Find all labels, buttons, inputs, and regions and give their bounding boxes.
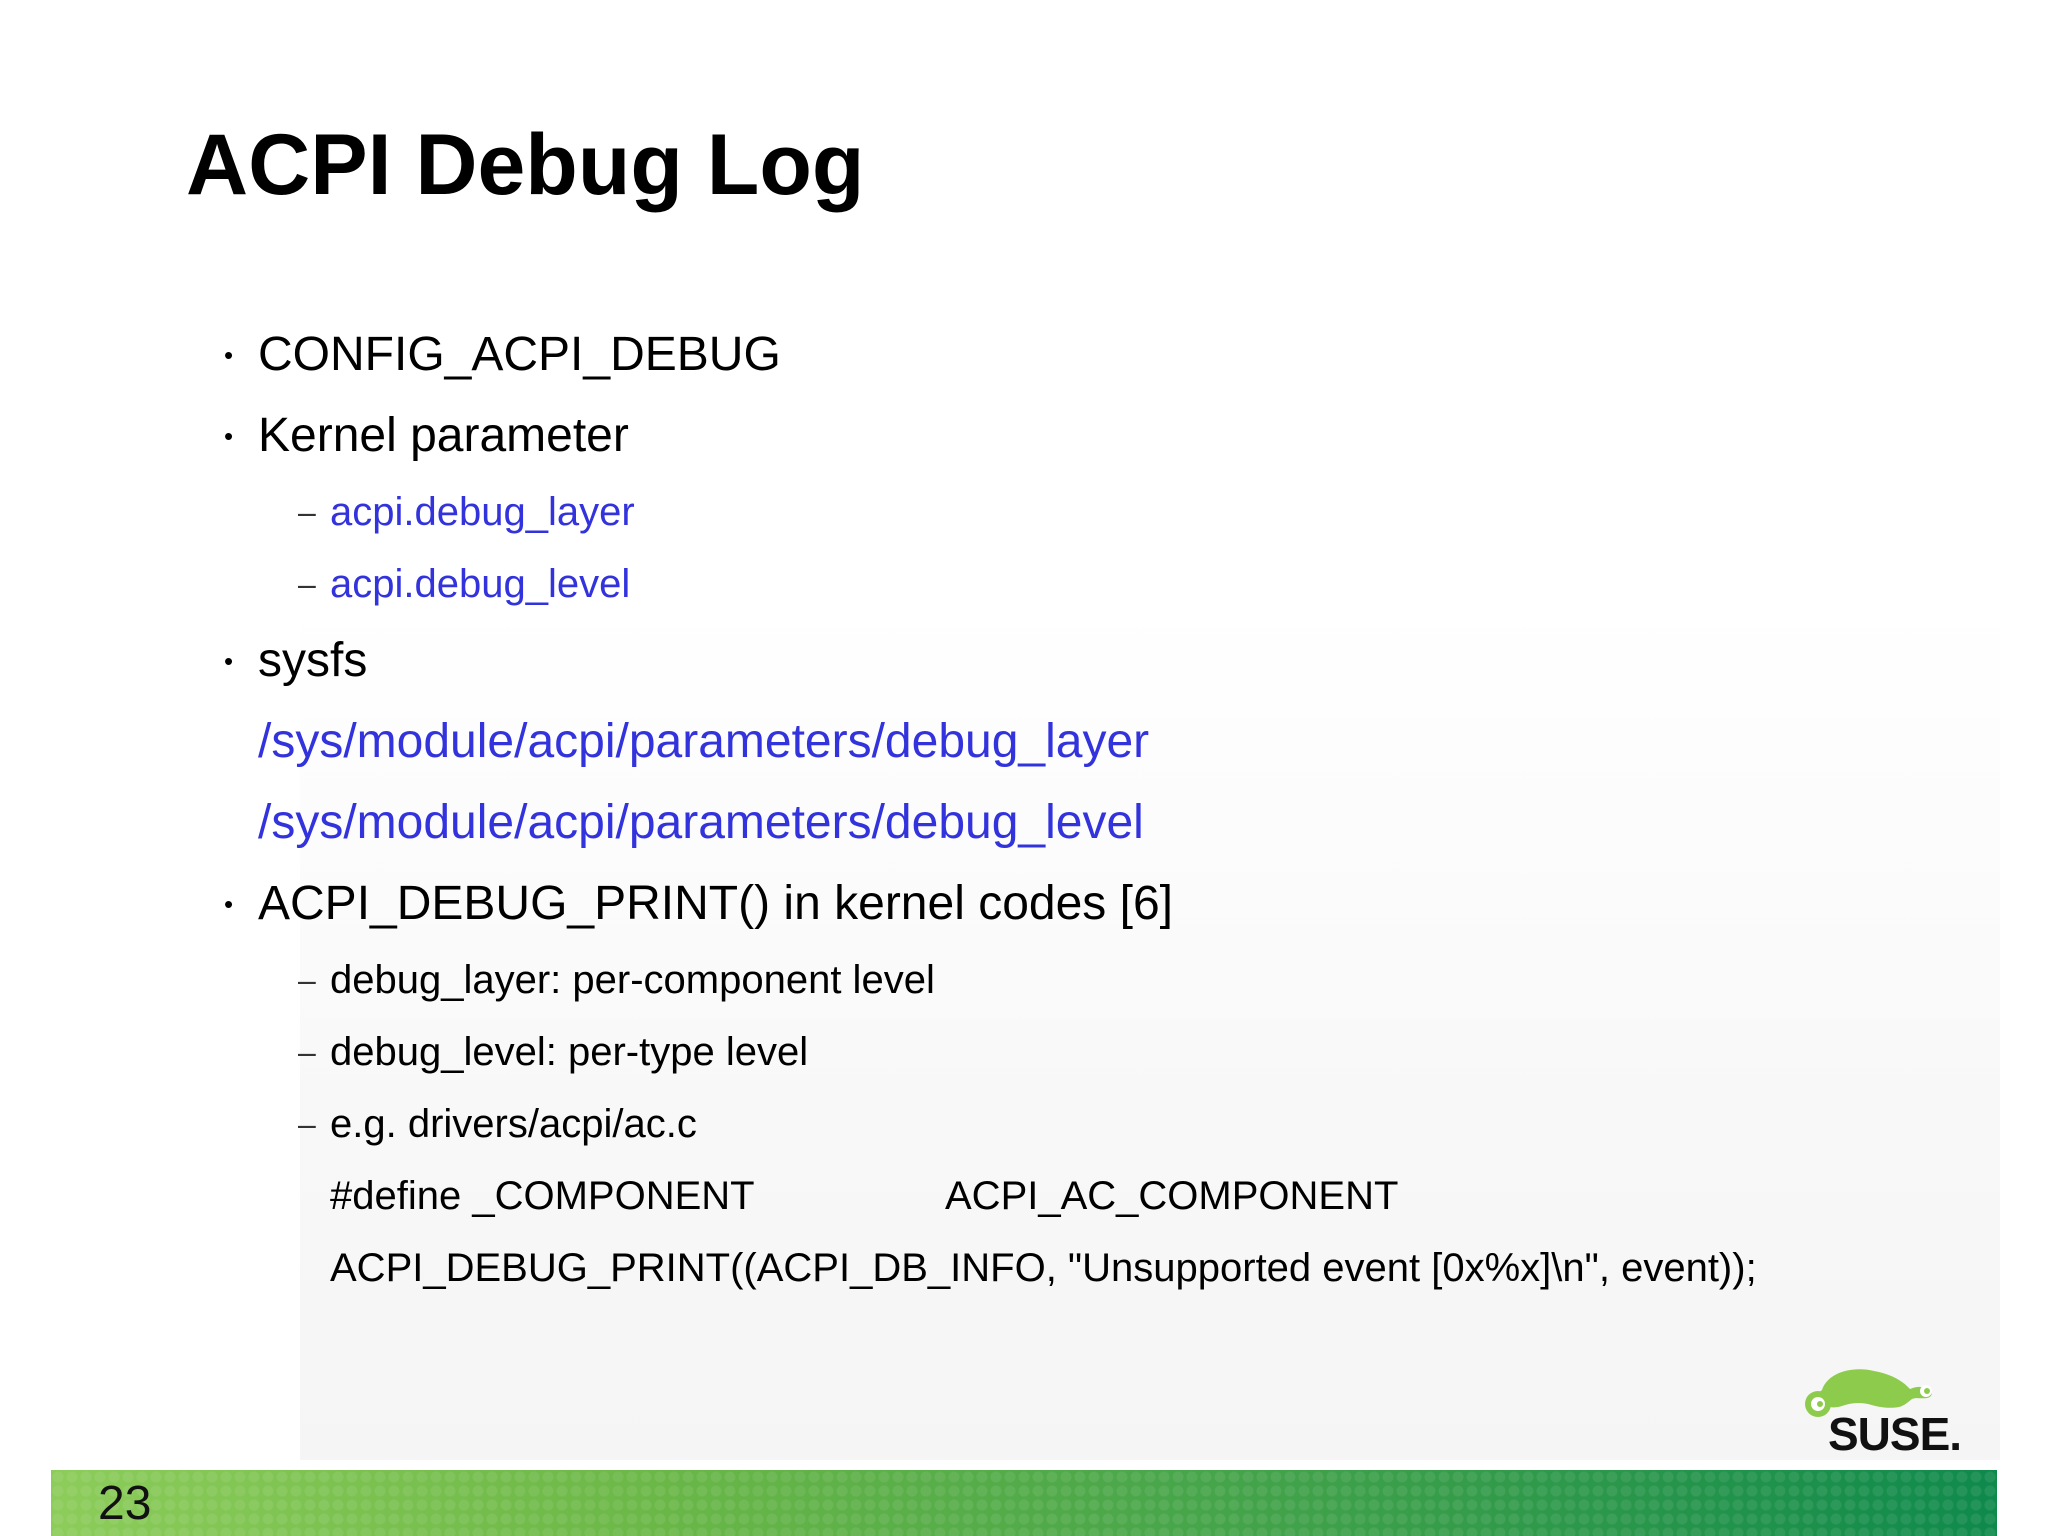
item-acpi-debug-layer: acpi.debug_layer bbox=[330, 490, 635, 534]
slide-title: ACPI Debug Log bbox=[186, 117, 865, 213]
item-acpi-debug-level: acpi.debug_level bbox=[330, 562, 631, 606]
item-define-component: #define _COMPONENT bbox=[330, 1174, 755, 1218]
background-fade bbox=[300, 600, 2000, 1460]
bullet-2: • bbox=[224, 421, 234, 451]
suse-logo: SUSE. bbox=[1798, 1362, 1988, 1460]
item-acpi-debug-print: ACPI_DEBUG_PRINT() in kernel codes [6] bbox=[258, 877, 1173, 930]
item-sysfs-debug-level-path: /sys/module/acpi/parameters/debug_level bbox=[258, 796, 1144, 849]
dash-3: – bbox=[298, 962, 316, 998]
page-number: 23 bbox=[98, 1477, 152, 1530]
bullet-3: • bbox=[224, 646, 234, 676]
footer-bar bbox=[51, 1470, 1997, 1536]
dash-2: – bbox=[298, 566, 316, 602]
item-debug-level-desc: debug_level: per-type level bbox=[330, 1030, 809, 1074]
dash-5: – bbox=[298, 1106, 316, 1142]
item-config-acpi-debug: CONFIG_ACPI_DEBUG bbox=[258, 328, 781, 381]
footer-pattern bbox=[51, 1470, 1997, 1536]
item-kernel-parameter: Kernel parameter bbox=[258, 409, 629, 462]
item-debug-print-example: ACPI_DEBUG_PRINT((ACPI_DB_INFO, "Unsuppo… bbox=[330, 1246, 1757, 1290]
dash-4: – bbox=[298, 1034, 316, 1070]
item-debug-layer-desc: debug_layer: per-component level bbox=[330, 958, 935, 1002]
bullet-4: • bbox=[224, 889, 234, 919]
item-define-value: ACPI_AC_COMPONENT bbox=[945, 1174, 1399, 1218]
item-sysfs-debug-layer-path: /sys/module/acpi/parameters/debug_layer bbox=[258, 715, 1150, 768]
suse-logo-graphic: SUSE. bbox=[1805, 1369, 1962, 1460]
item-sysfs: sysfs bbox=[258, 634, 368, 687]
item-example-file: e.g. drivers/acpi/ac.c bbox=[330, 1102, 697, 1146]
dash-1: – bbox=[298, 494, 316, 530]
suse-logo-text: SUSE. bbox=[1828, 1408, 1961, 1454]
bullet-1: • bbox=[224, 340, 234, 370]
